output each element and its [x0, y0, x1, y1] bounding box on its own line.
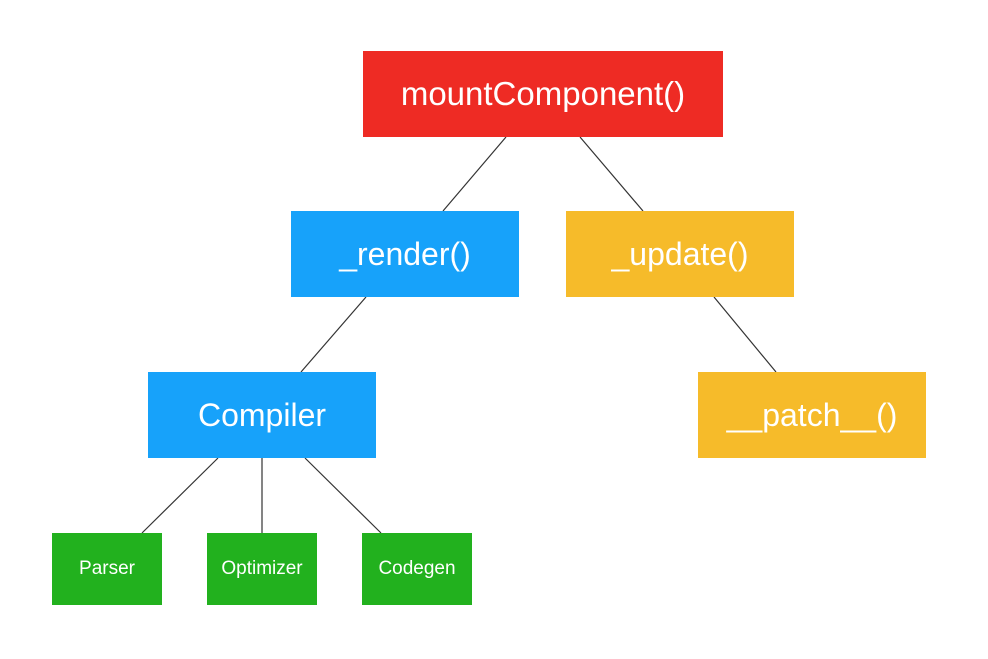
node-label: Parser [79, 558, 135, 579]
node-label: __patch__() [726, 396, 898, 433]
edge-compiler-to-parser [141, 457, 219, 534]
edge-update-to-patch [713, 296, 777, 373]
node-compiler: Compiler [148, 372, 376, 458]
node-label: Optimizer [221, 558, 303, 579]
node-label: Codegen [378, 558, 456, 579]
node-label: Compiler [197, 396, 327, 433]
node-render: _render() [291, 211, 519, 297]
node-patch: __patch__() [698, 372, 926, 458]
edge-compiler-to-codegen [304, 457, 382, 534]
edge-render-to-compiler [300, 296, 367, 373]
edge-mount-to-render [442, 136, 507, 212]
node-parser: Parser [52, 533, 162, 605]
node-label: mountComponent() [400, 75, 686, 112]
node-optimizer: Optimizer [207, 533, 317, 605]
node-update: _update() [566, 211, 794, 297]
edge-mount-to-update [579, 136, 644, 212]
node-label: _update() [611, 235, 749, 272]
node-mount-component: mountComponent() [363, 51, 723, 137]
node-label: _render() [339, 235, 471, 272]
node-codegen: Codegen [362, 533, 472, 605]
